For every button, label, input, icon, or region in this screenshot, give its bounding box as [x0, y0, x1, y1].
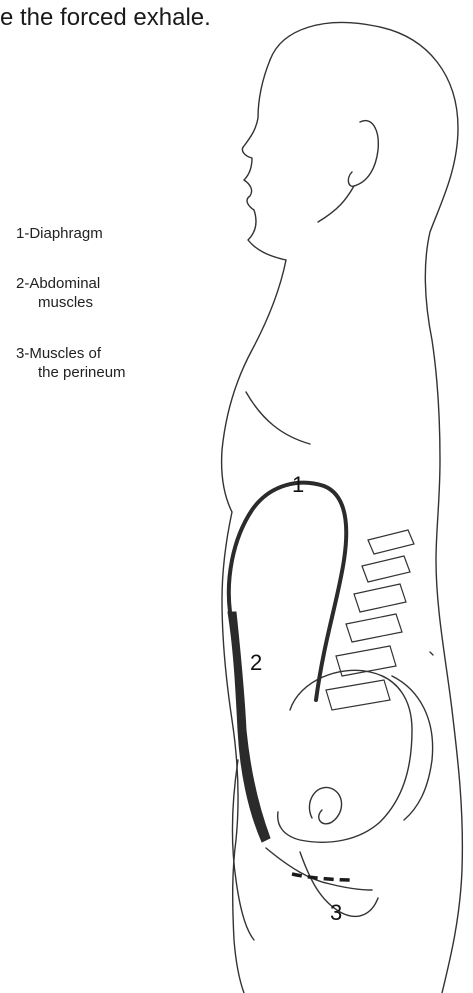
vertebra [362, 556, 410, 582]
vertebra [346, 614, 402, 642]
marker-perineum: 3 [330, 900, 342, 925]
body-outline-face [242, 60, 286, 260]
marker-abdominal: 2 [250, 650, 262, 675]
vertebra [354, 584, 406, 612]
jaw-line [318, 186, 354, 222]
spine-vertebrae [326, 530, 414, 710]
ear [348, 121, 378, 187]
abdominal-muscles [228, 612, 270, 842]
marker-diaphragm: 1 [292, 472, 304, 497]
pelvis-outline [278, 670, 412, 842]
body-outline-back [270, 23, 462, 993]
intestine-coil [309, 787, 341, 823]
diaphragm-muscle [229, 483, 346, 700]
vertebra [336, 646, 396, 676]
perineum-floor [266, 848, 372, 890]
vertebra [326, 680, 390, 710]
perineum-muscles [292, 874, 352, 880]
back-mark [430, 652, 433, 655]
vertebra [368, 530, 414, 554]
